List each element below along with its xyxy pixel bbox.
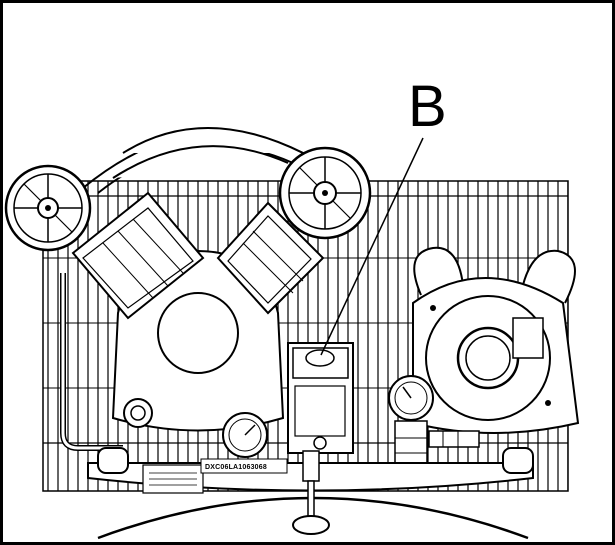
serial-number: DXC06LA1063068 <box>205 464 267 471</box>
compressor-diagram: DXC06LA1063068 B <box>4 74 580 540</box>
right-flywheel <box>278 146 372 240</box>
cylinder-left <box>71 191 205 320</box>
left-flywheel <box>4 164 92 252</box>
delivery-pipe <box>60 273 123 451</box>
serial-plate: DXC06LA1063068 <box>200 458 288 474</box>
callout-label: B <box>408 74 447 139</box>
belt-guard <box>82 127 304 194</box>
tank-pressure-gauge <box>222 412 268 458</box>
electric-motor <box>412 246 580 434</box>
pressure-switch <box>287 342 354 454</box>
callout-b: B <box>320 74 447 356</box>
cylinder-right <box>216 201 325 315</box>
outlet-valve <box>292 450 330 535</box>
callout-leader-line <box>320 137 424 356</box>
